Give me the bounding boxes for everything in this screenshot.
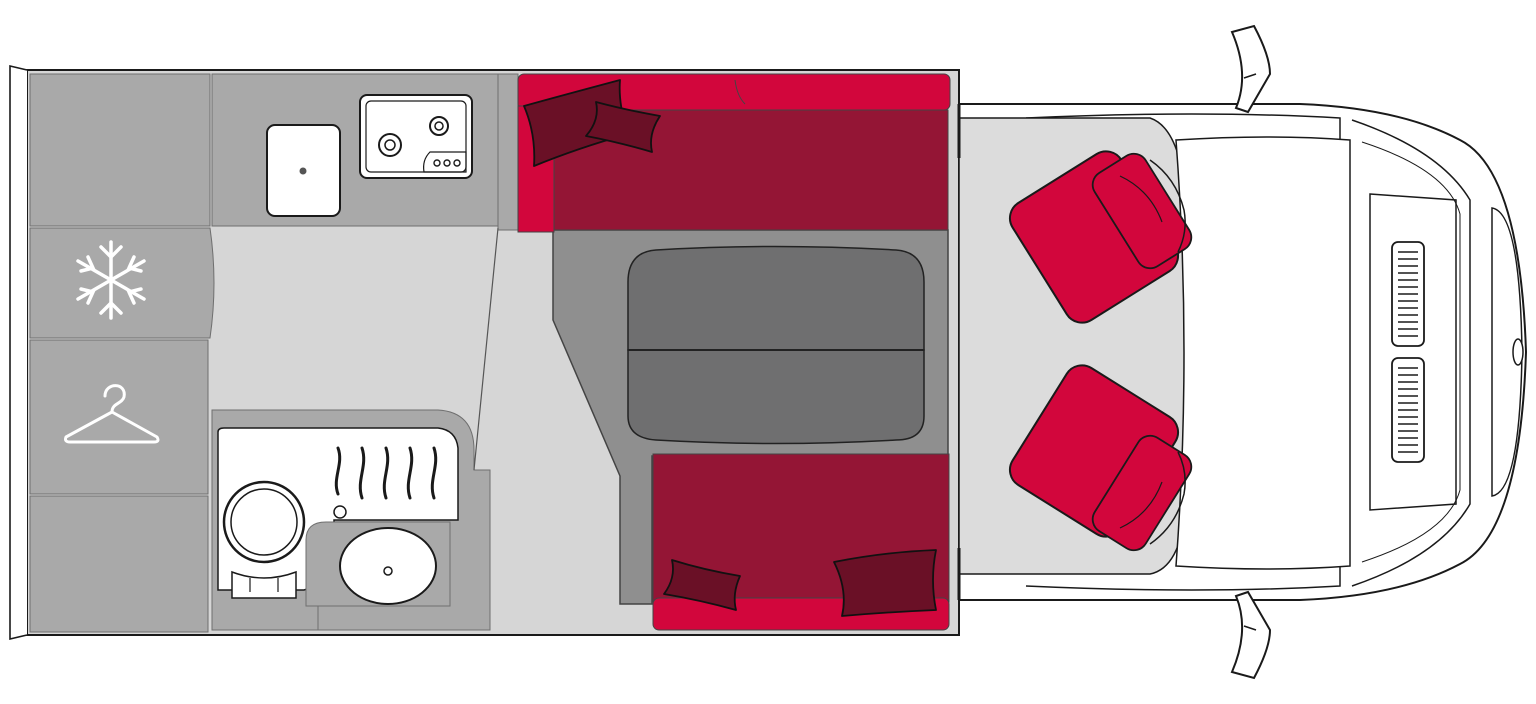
cushion <box>663 559 741 611</box>
toilet-bowl <box>230 488 298 556</box>
cushion <box>833 549 937 617</box>
table-top-upper <box>627 245 925 351</box>
side-mirror <box>1230 590 1272 680</box>
bench-back-seam <box>734 79 746 105</box>
hob-control-panel <box>423 151 467 173</box>
washbasin <box>339 527 437 605</box>
cushions <box>523 79 937 617</box>
washroom <box>211 409 491 631</box>
fridge-cabinet <box>29 227 215 339</box>
hanger-icon <box>64 384 160 444</box>
rear-cabinet <box>29 73 211 227</box>
cab <box>957 24 1528 680</box>
cab-seat-passenger <box>1008 364 1193 552</box>
shower-drain <box>333 505 347 519</box>
side-mirror <box>1230 24 1272 114</box>
toilet-seat <box>222 480 306 564</box>
gas-hob <box>359 94 473 179</box>
rear-low-cabinet <box>29 495 209 633</box>
table-top-lower <box>627 349 925 445</box>
dinette <box>517 73 951 631</box>
air-vent <box>1391 357 1425 463</box>
cushion <box>585 101 661 153</box>
hood-outline <box>1351 119 1471 587</box>
hob-knob <box>443 159 451 167</box>
burner-right <box>429 116 449 136</box>
cab-seat-driver <box>1008 150 1193 324</box>
kitchen-counter-end <box>497 73 519 231</box>
rear-wall <box>9 64 28 641</box>
hood-inner-line <box>1361 141 1461 563</box>
air-vent <box>1391 241 1425 347</box>
sink-drain <box>299 167 307 175</box>
burner-right-core <box>434 121 444 131</box>
corridor-wall <box>473 227 499 471</box>
windshield-base <box>1369 193 1457 511</box>
front-emblem <box>1512 338 1524 366</box>
snowflake-icon <box>76 240 146 320</box>
toilet-base <box>231 570 297 599</box>
dashboard <box>1175 136 1351 570</box>
burner-left-core <box>384 139 396 151</box>
hob-inner <box>365 100 467 173</box>
basin-drain <box>383 566 393 576</box>
dining-table <box>627 245 925 445</box>
shower-water-lines <box>334 446 438 500</box>
kitchen <box>211 73 519 231</box>
burner-left <box>378 133 402 157</box>
storage-column <box>29 73 215 633</box>
hob-knob <box>433 159 441 167</box>
hob-knob <box>453 159 461 167</box>
living-area <box>9 64 960 641</box>
